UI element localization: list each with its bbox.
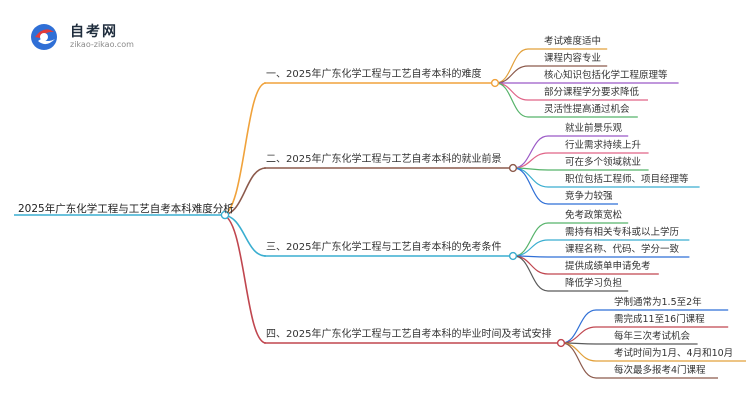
branch-4-label[interactable]: 四、2025年广东化学工程与工艺自考本科的毕业时间及考试安排 — [266, 329, 552, 340]
leaf-3-1-connector — [513, 222, 549, 257]
leaf-4-5-connector — [561, 342, 597, 379]
leaf-2-1[interactable]: 就业前景乐观 — [565, 123, 623, 134]
leaf-3-4-connector — [513, 255, 549, 275]
branch-2-label[interactable]: 二、2025年广东化学工程与工艺自考本科的就业前景 — [266, 154, 502, 165]
root-node[interactable]: 2025年广东化学工程与工艺自考本科难度分析 — [18, 203, 234, 215]
leaf-2-4-connector — [513, 167, 549, 188]
leaf-3-1[interactable]: 免考政策宽松 — [565, 210, 623, 221]
leaf-1-5-connector — [495, 82, 529, 118]
branch-3-label[interactable]: 三、2025年广东化学工程与工艺自考本科的免考条件 — [266, 242, 502, 253]
leaf-3-2-connector — [513, 239, 549, 257]
leaf-4-3[interactable]: 每年三次考试机会 — [614, 331, 691, 342]
logo-title: 自考网 — [70, 24, 118, 40]
branch-1-label[interactable]: 一、2025年广东化学工程与工艺自考本科的难度 — [266, 69, 482, 80]
leaf-4-2[interactable]: 需完成11至16门课程 — [614, 314, 705, 325]
leaf-1-3[interactable]: 核心知识包括化学工程原理等 — [544, 70, 668, 81]
leaf-3-2[interactable]: 需持有相关专科或以上学历 — [565, 227, 680, 238]
branch-4-connector — [221, 214, 267, 344]
leaf-1-2-connector — [495, 65, 529, 84]
leaf-1-1[interactable]: 考试难度适中 — [544, 36, 602, 47]
branch-4-node — [556, 338, 566, 348]
leaf-2-5-connector — [513, 167, 549, 205]
branch-2-node — [508, 163, 518, 173]
leaf-4-4[interactable]: 考试时间为1月、4月和10月 — [614, 348, 734, 359]
branch-3-connector — [221, 214, 267, 257]
leaf-2-5[interactable]: 竞争力较强 — [565, 191, 613, 202]
root-node-circle — [220, 210, 230, 220]
leaf-2-4[interactable]: 职位包括工程师、项目经理等 — [565, 174, 689, 185]
logo-subtitle: zikao-zikao.com — [70, 40, 134, 49]
leaf-1-5[interactable]: 灵活性提高通过机会 — [544, 104, 630, 115]
leaf-2-1-connector — [513, 135, 549, 169]
leaf-4-4-connector — [561, 342, 597, 362]
leaf-1-2[interactable]: 课程内容专业 — [544, 53, 602, 64]
leaf-3-4[interactable]: 提供成绩单申请免考 — [565, 261, 651, 272]
leaf-3-3[interactable]: 课程名称、代码、学分一致 — [565, 244, 680, 255]
leaf-1-4-connector — [495, 82, 529, 101]
leaf-1-4[interactable]: 部分课程学分要求降低 — [544, 87, 640, 98]
leaf-3-5-connector — [513, 255, 549, 292]
leaf-4-2-connector — [561, 326, 597, 344]
leaf-3-5[interactable]: 降低学习负担 — [565, 278, 623, 289]
branch-1-connector — [221, 82, 267, 216]
branch-3-node — [508, 251, 518, 261]
logo-emblem-icon — [31, 24, 57, 50]
leaf-2-3[interactable]: 可在多个领域就业 — [565, 157, 642, 168]
leaf-2-2[interactable]: 行业需求持续上升 — [565, 140, 642, 151]
site-logo[interactable]: 自考网 zikao-zikao.com — [28, 20, 168, 54]
branch-1-node — [490, 78, 500, 88]
leaf-2-2-connector — [513, 152, 549, 169]
leaf-4-1[interactable]: 学制通常为1.5至2年 — [614, 297, 702, 308]
leaf-4-5[interactable]: 每次最多报考4门课程 — [614, 365, 706, 376]
leaf-4-1-connector — [561, 309, 597, 344]
